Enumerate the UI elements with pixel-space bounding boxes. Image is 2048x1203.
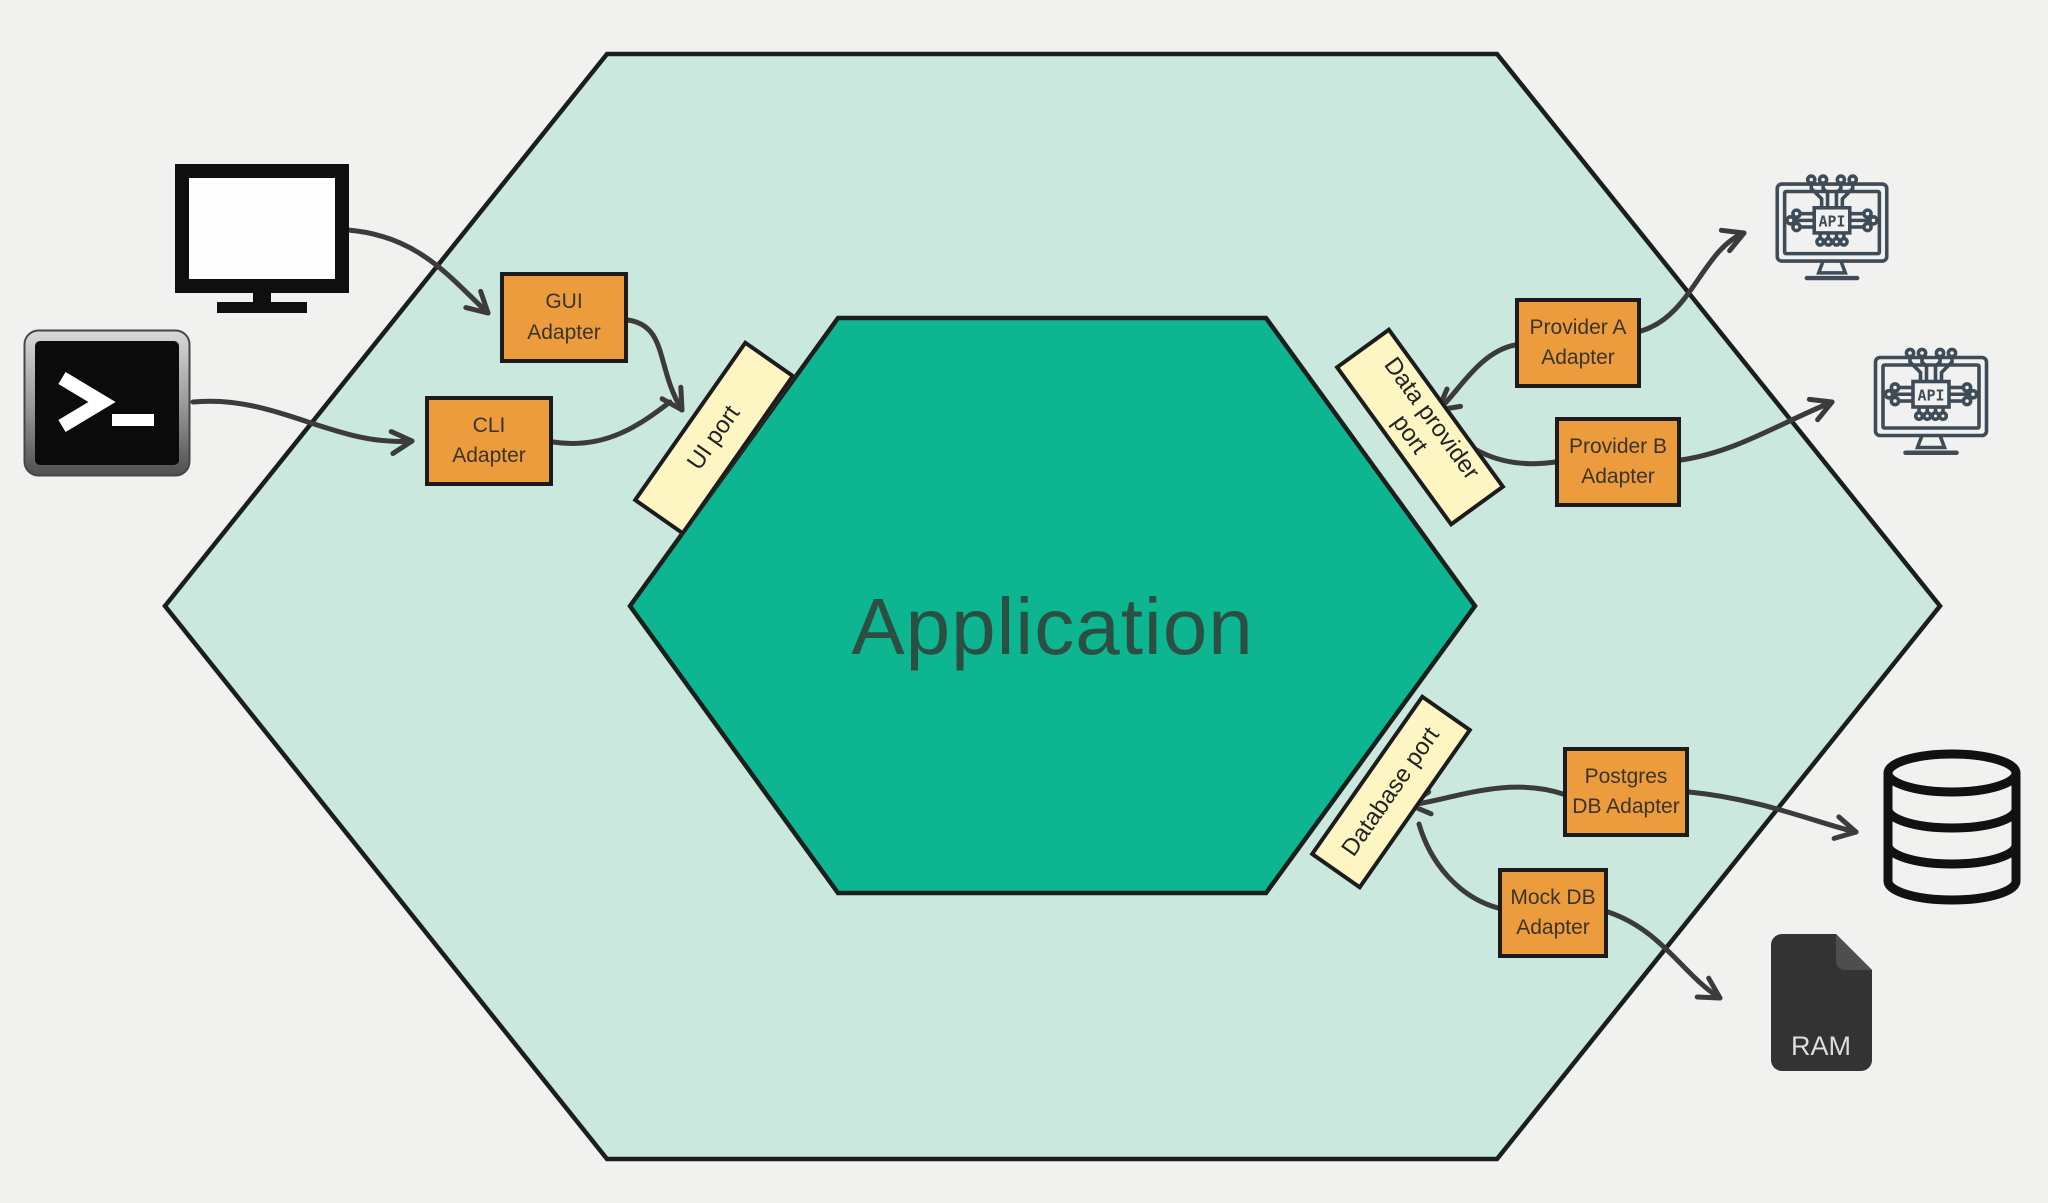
cli-adapter-label-line1: CLI xyxy=(472,413,506,437)
application-label: Application xyxy=(851,582,1254,671)
arrow-monitor-to-gui-adapter xyxy=(345,227,491,316)
ram-file-label: RAM xyxy=(1791,1031,1851,1061)
mock-db-adapter-box: Mock DB Adapter xyxy=(1498,868,1608,958)
cli-adapter-box: CLI Adapter xyxy=(425,396,553,486)
arrow-provider-a-to-api-1 xyxy=(1638,227,1747,334)
provider-b-adapter-label-line1: Provider B xyxy=(1568,434,1668,458)
arrow-postgres-to-database-icon xyxy=(1686,789,1859,841)
arrow-postgres-to-database-port xyxy=(1407,784,1566,817)
provider-b-adapter-label-line2: Adapter xyxy=(1581,465,1655,488)
provider-a-adapter-label-line2: Adapter xyxy=(1541,346,1615,369)
database-cylinder-icon xyxy=(1878,748,2026,906)
api-chip-label: API xyxy=(1819,213,1846,230)
mock-db-adapter-label-line2: Adapter xyxy=(1516,916,1590,939)
cli-adapter-label-line2: Adapter xyxy=(452,444,526,467)
gui-adapter-label-line2: Adapter xyxy=(527,320,601,344)
arrow-mock-to-ram-icon xyxy=(1605,909,1723,1001)
provider-a-adapter-box: Provider A Adapter xyxy=(1515,298,1641,388)
api-chip-label: API xyxy=(1917,386,1944,404)
provider-b-adapter-box: Provider B Adapter xyxy=(1555,417,1681,507)
postgres-db-adapter-label-line2: DB Adapter xyxy=(1572,795,1680,818)
arrow-cli-adapter-to-ui-port xyxy=(550,399,673,446)
mock-db-adapter-label-line1: Mock DB xyxy=(1510,885,1596,909)
api-system-icon-1: API xyxy=(1758,152,1906,302)
arrow-mock-to-database-port xyxy=(1416,821,1501,911)
api-system-icon-2: API xyxy=(1856,326,2006,476)
terminal-icon xyxy=(22,328,192,478)
gui-adapter-box: GUI Adapter xyxy=(500,272,628,363)
application-hexagon xyxy=(627,315,1478,896)
ram-file-icon: RAM xyxy=(1770,933,1873,1072)
arrow-terminal-to-cli-adapter xyxy=(190,398,415,457)
arrow-gui-adapter-to-ui-port xyxy=(625,317,685,413)
arrow-provider-b-to-api-2 xyxy=(1678,396,1835,463)
gui-adapter-label-line1: GUI xyxy=(545,290,583,314)
postgres-db-adapter-box: Postgres DB Adapter xyxy=(1563,747,1689,837)
monitor-icon xyxy=(175,164,349,318)
postgres-db-adapter-label-line1: Postgres xyxy=(1584,764,1668,788)
provider-a-adapter-label-line1: Provider A xyxy=(1529,315,1627,339)
